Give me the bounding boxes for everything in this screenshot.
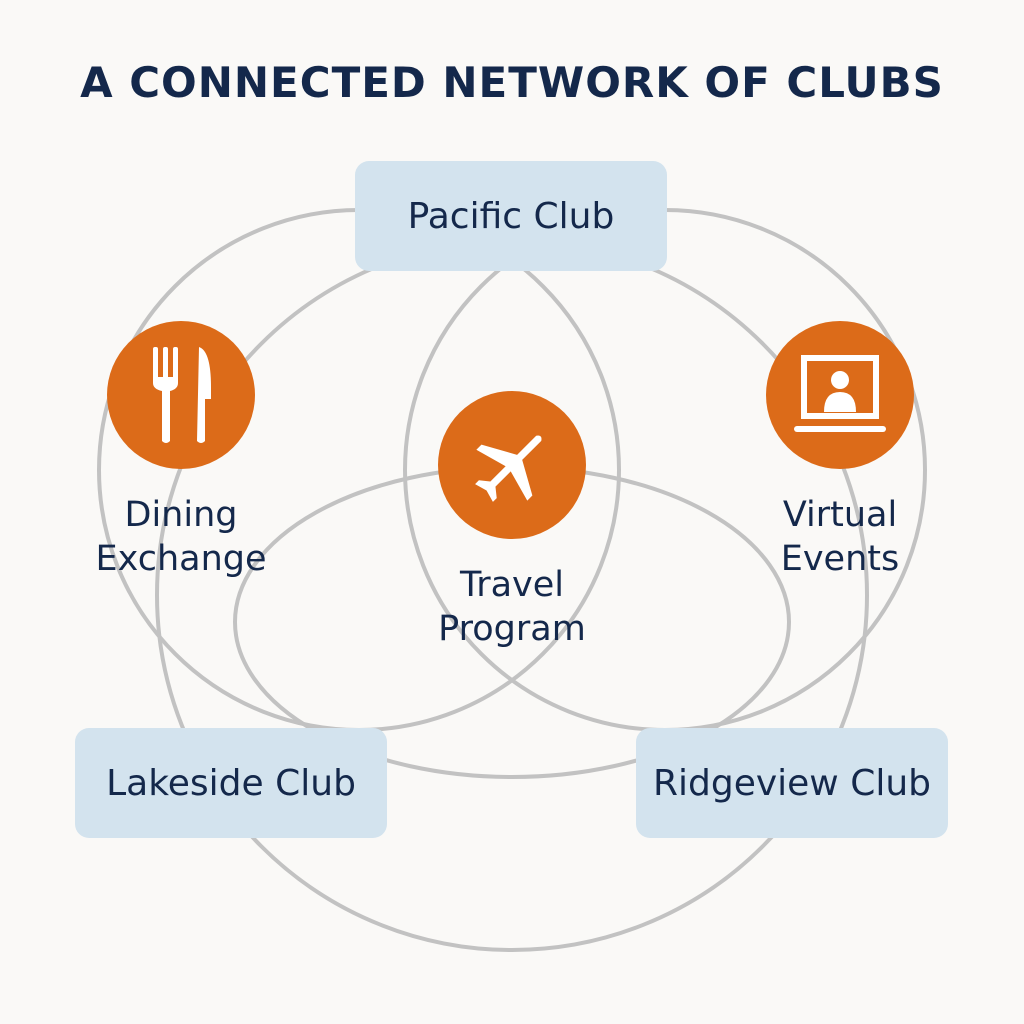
virtual-label-line2: Events [780,539,900,579]
ridgeview-club-box[interactable]: Ridgeview Club [636,728,948,838]
travel-label-line2: Program [438,609,586,649]
laptop-person-icon [766,321,914,469]
fork-knife-icon [107,321,255,469]
virtual-events-label: Virtual Events [710,493,970,581]
dining-label-line2: Exchange [95,539,267,579]
travel-label-line1: Travel [459,565,565,605]
virtual-label-line1: Virtual [782,495,898,535]
lakeside-club-box[interactable]: Lakeside Club [75,728,387,838]
dining-exchange-label: Dining Exchange [51,493,311,581]
pacific-club-box[interactable]: Pacific Club [355,161,667,271]
travel-program-label: Travel Program [382,563,642,651]
airplane-icon [438,391,586,539]
page-title: A CONNECTED NETWORK OF CLUBS [80,58,944,107]
dining-label-line1: Dining [124,495,238,535]
